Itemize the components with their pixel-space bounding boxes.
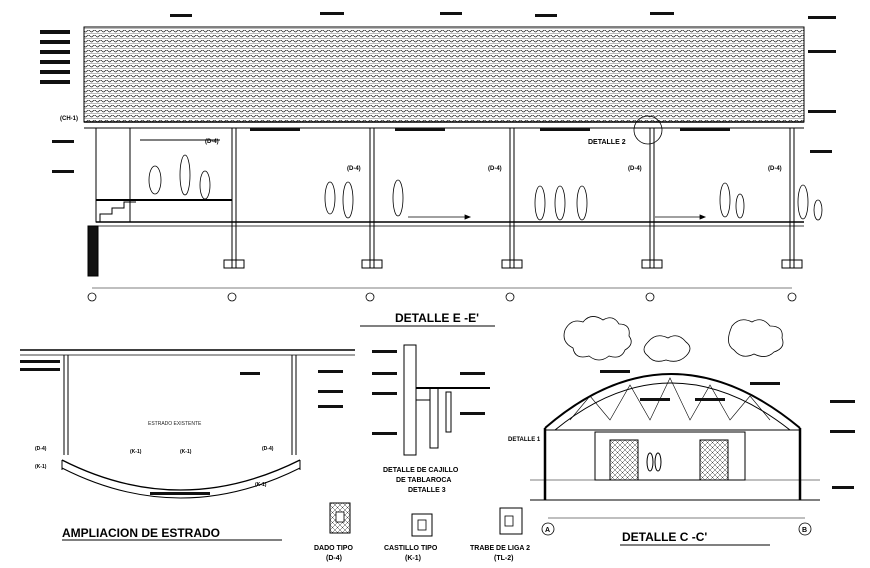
detalle-ee-caption-1: DETALLE DE CAJILLO bbox=[383, 467, 459, 474]
dado-tipo-code: (D-4) bbox=[326, 555, 342, 562]
axis-a: A bbox=[545, 527, 550, 534]
small-details: DADO TIPO (D-4) CASTILLO TIPO (K-1) TRAB… bbox=[314, 502, 530, 562]
castillo-tipo-label: CASTILLO TIPO bbox=[384, 545, 438, 552]
castillo-tipo-code: (K-1) bbox=[405, 555, 421, 562]
tag-k1-d: (K-1) bbox=[255, 482, 267, 488]
detalle-ee-title: DETALLE E -E' bbox=[395, 311, 479, 325]
detalle-ee-caption-3: DETALLE 3 bbox=[408, 487, 446, 494]
tag-k1-b: (K-1) bbox=[130, 449, 142, 455]
section-columns bbox=[231, 128, 795, 268]
trabe-liga-code: (TL-2) bbox=[494, 555, 513, 562]
dado-tipo-label: DADO TIPO bbox=[314, 545, 353, 552]
detalle-ee: DETALLE E -E' DETALLE DE CAJILLO DE TABL… bbox=[360, 311, 495, 494]
tag-k1-a: (K-1) bbox=[35, 464, 47, 470]
detail-2-ref: DETALLE 2 bbox=[588, 139, 626, 146]
roof-block bbox=[83, 26, 805, 123]
clouds bbox=[563, 316, 784, 362]
ampliacion-title: AMPLIACION DE ESTRADO bbox=[62, 526, 220, 540]
detalle-cc: DETALLE 1 A B DETALLE C -C' bbox=[508, 316, 855, 546]
tag-k1-c: (K-1) bbox=[180, 449, 192, 455]
callout-d4-b: (D-4) bbox=[347, 166, 361, 172]
axis-b: B bbox=[802, 527, 807, 534]
tag-d4-right: (D-4) bbox=[262, 446, 274, 452]
callout-ch1: (CH-1) bbox=[60, 116, 78, 122]
ampliacion-estrado: ESTRADO EXISTENTE (D-4) (D-4) (K-1) (K-1… bbox=[20, 349, 355, 541]
stage bbox=[87, 127, 232, 277]
detalle-cc-title: DETALLE C -C' bbox=[622, 530, 707, 544]
callout-d4-c: (D-4) bbox=[488, 166, 502, 172]
callout-d4-e: (D-4) bbox=[768, 166, 782, 172]
people-silhouettes bbox=[148, 154, 823, 221]
axis-bubbles bbox=[87, 292, 797, 302]
long-section: (CH-1) (D-4) (D-4) (D-4) (D-4) (D-4) DET… bbox=[40, 12, 836, 302]
tag-d4-left: (D-4) bbox=[35, 446, 47, 452]
callout-d4-d: (D-4) bbox=[628, 166, 642, 172]
trabe-liga-label: TRABE DE LIGA 2 bbox=[470, 545, 530, 552]
detalle-1-ref: DETALLE 1 bbox=[508, 437, 541, 443]
estrado-existente-caption: ESTRADO EXISTENTE bbox=[148, 421, 202, 427]
note-blocks bbox=[40, 12, 836, 173]
detalle-ee-caption-2: DE TABLAROCA bbox=[396, 477, 451, 484]
callout-d4-a: (D-4) bbox=[205, 139, 219, 145]
